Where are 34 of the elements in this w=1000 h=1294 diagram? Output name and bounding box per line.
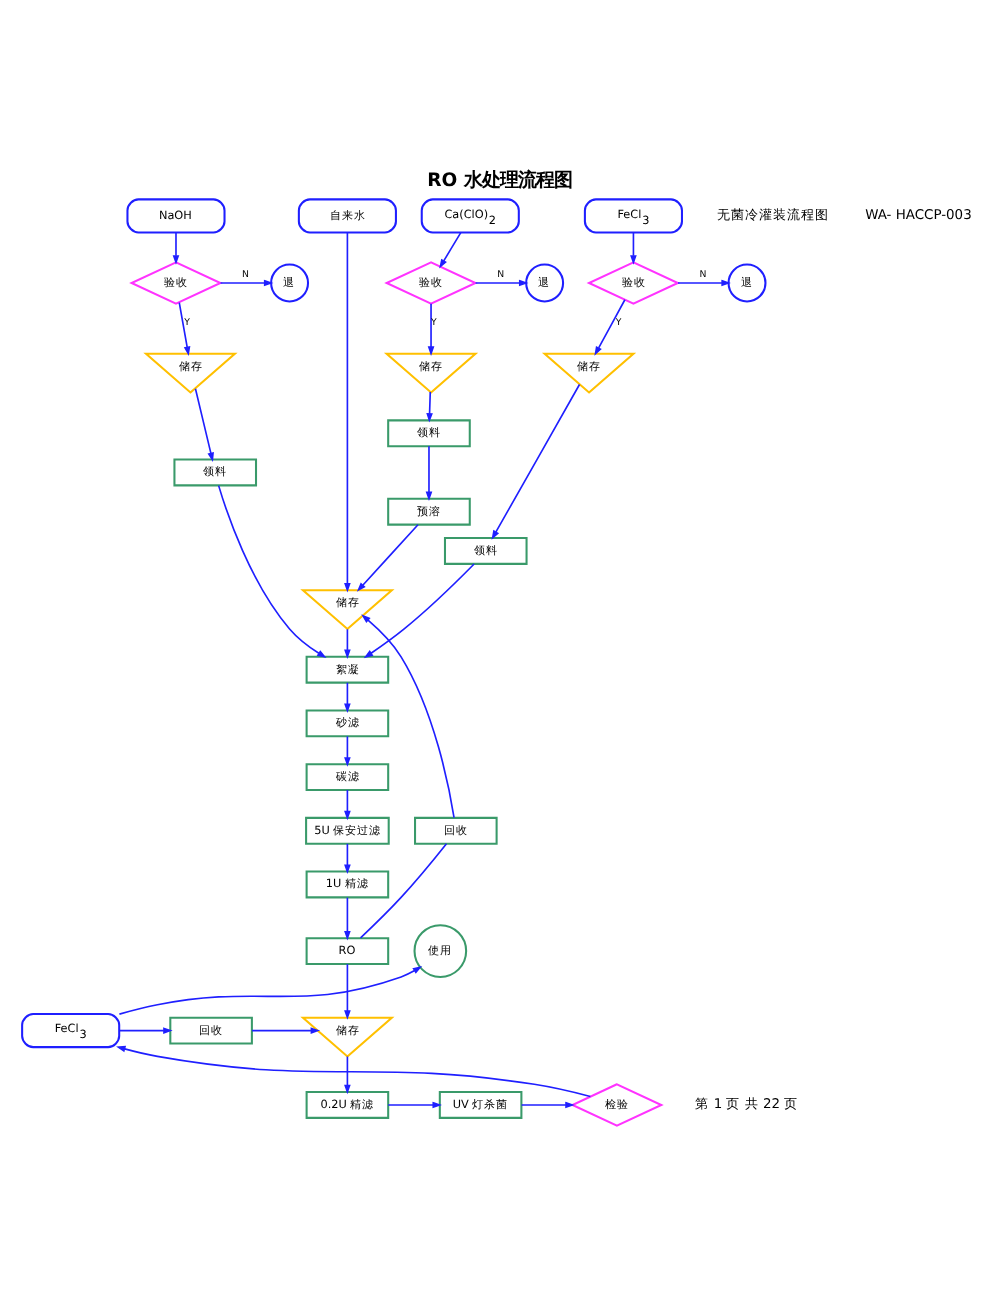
arrow — [426, 302, 434, 356]
arrow — [629, 231, 636, 265]
arrow — [343, 628, 350, 659]
arrow — [343, 1055, 350, 1095]
arrow — [343, 681, 350, 713]
arrow — [355, 524, 418, 592]
arrow — [425, 391, 432, 423]
arrow — [343, 231, 350, 593]
arrow — [193, 387, 213, 462]
arrow — [343, 843, 350, 875]
arrow — [117, 1027, 172, 1034]
arrow — [490, 383, 580, 540]
arrow — [343, 789, 350, 821]
arrow — [362, 563, 474, 659]
arrow — [250, 1027, 320, 1034]
arrow — [216, 484, 326, 658]
arrow — [177, 301, 190, 356]
connector — [358, 842, 447, 939]
arrow — [676, 279, 730, 287]
diagram-title: RO 水处理流程图 — [426, 170, 571, 193]
arrow — [386, 1101, 441, 1109]
arrow — [343, 896, 350, 941]
arrow — [115, 1045, 591, 1098]
arrow — [117, 966, 422, 1015]
arrow — [343, 735, 350, 767]
arrow — [218, 279, 273, 287]
arrow — [343, 963, 350, 1020]
arrow — [473, 279, 528, 287]
arrow — [360, 614, 454, 819]
arrow — [519, 1101, 574, 1109]
arrow — [171, 231, 179, 265]
arrow — [424, 445, 432, 502]
arrow — [438, 231, 461, 269]
arrow — [593, 298, 625, 356]
